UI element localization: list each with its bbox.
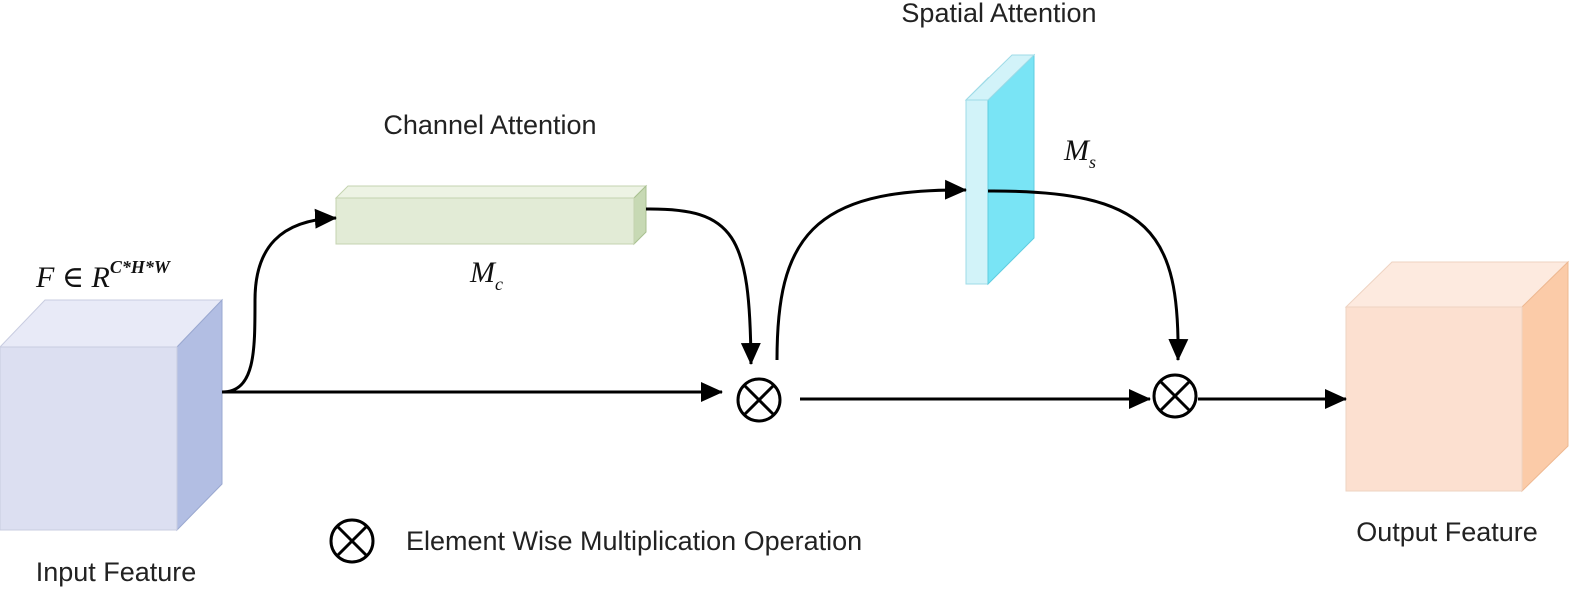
input-to-channel-arrow [221, 208, 337, 394]
output-cube-front [1345, 306, 1523, 492]
input-feature-label: Input Feature [36, 557, 197, 587]
legend-multiply-symbol [329, 518, 375, 564]
channel-bar-top [334, 185, 648, 199]
legend-label: Element Wise Multiplication Operation [406, 526, 862, 556]
spatial-attention-plate [964, 53, 1036, 286]
spatial-attention-label: Spatial Attention [901, 0, 1096, 28]
channel-attention-label: Channel Attention [383, 110, 596, 140]
output-feature-label: Output Feature [1356, 517, 1538, 547]
channel-attention-bar [334, 184, 648, 246]
ms-symbol: Ms [1063, 134, 1096, 172]
spatial-plate-front [965, 76, 989, 285]
output-feature-cube [1344, 260, 1570, 493]
input-cube-front [0, 346, 178, 531]
spatial-to-mult2-arrow [987, 189, 1189, 361]
channel-bar-front [335, 197, 635, 245]
mc-symbol: Mc [469, 256, 503, 294]
mult1-to-spatial-arrow [775, 179, 967, 361]
spatial-plate-top [964, 54, 1036, 101]
input-set-notation: F ∈ RC*H*W [35, 257, 172, 294]
input-feature-cube [0, 298, 224, 532]
multiply-operator-1 [736, 377, 782, 423]
multiply-operator-2 [1152, 373, 1198, 419]
channel-to-mult1-arrow [645, 207, 761, 365]
